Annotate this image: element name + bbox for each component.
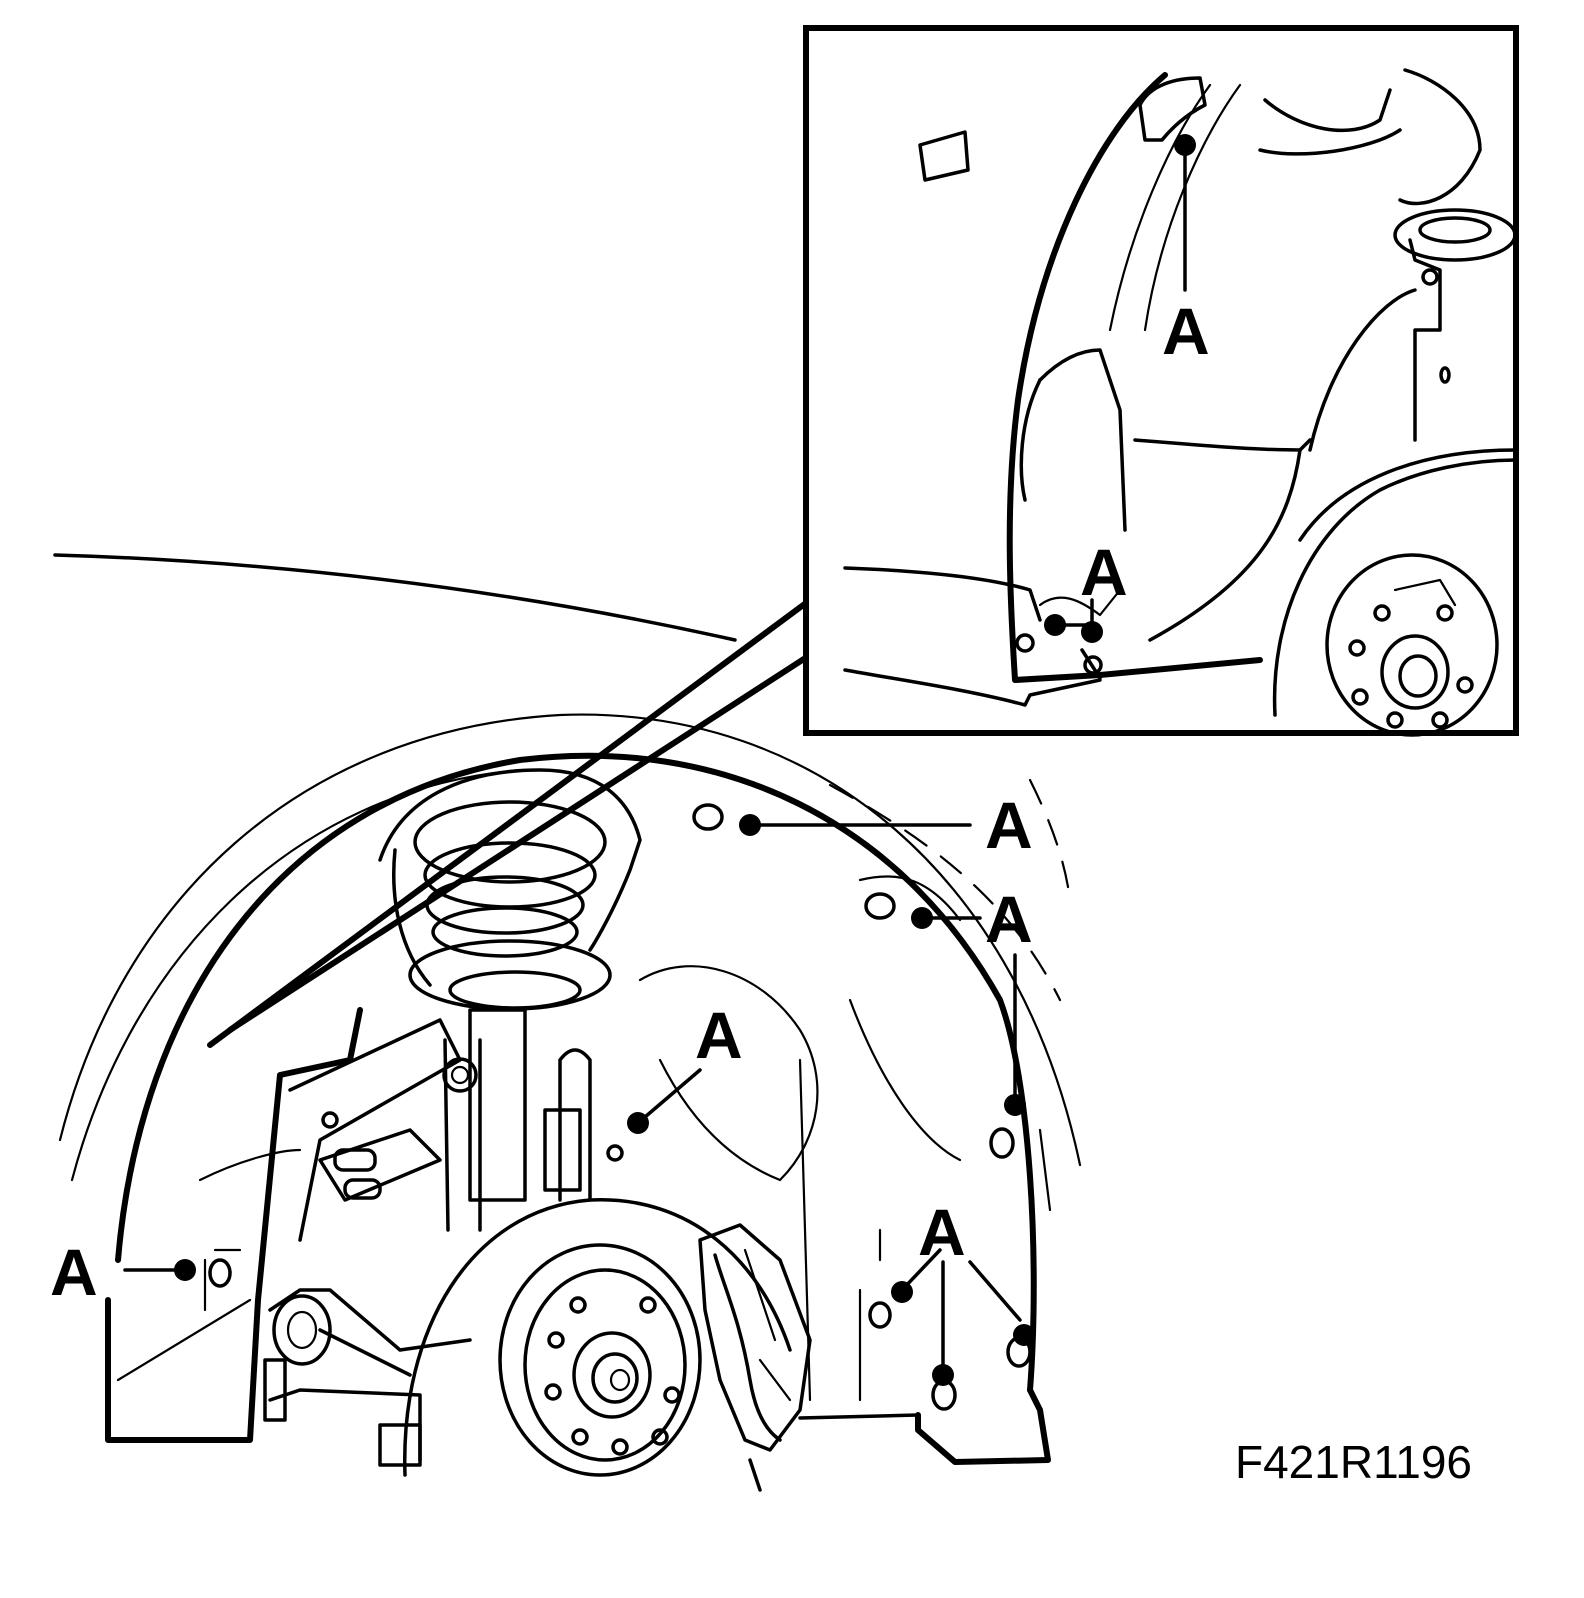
brake-caliper [698, 1223, 812, 1492]
callout-label: A [985, 882, 1033, 956]
subframe [116, 1018, 472, 1467]
callout-inset-top: A [1162, 134, 1210, 368]
callout-label: A [918, 1195, 966, 1269]
callout-label: A [1080, 535, 1128, 609]
callout-inset-bottom: A [1044, 535, 1128, 643]
strut-assembly [378, 768, 642, 1232]
callout-label: A [695, 998, 743, 1072]
figure-code: F421R1196 [1235, 1436, 1472, 1488]
callout-upper-right-2: A [911, 882, 1033, 1116]
callout-label: A [1162, 294, 1210, 368]
brake-disc [403, 1198, 792, 1477]
callout-middle: A [627, 998, 743, 1134]
callout-label: A [50, 1235, 98, 1309]
callout-label: A [985, 788, 1033, 862]
callout-left: A [50, 1235, 196, 1309]
callout-upper-right-1: A [739, 788, 1033, 862]
callout-lower-right: A [891, 1195, 1035, 1386]
detail-inset: A A [803, 25, 1519, 737]
